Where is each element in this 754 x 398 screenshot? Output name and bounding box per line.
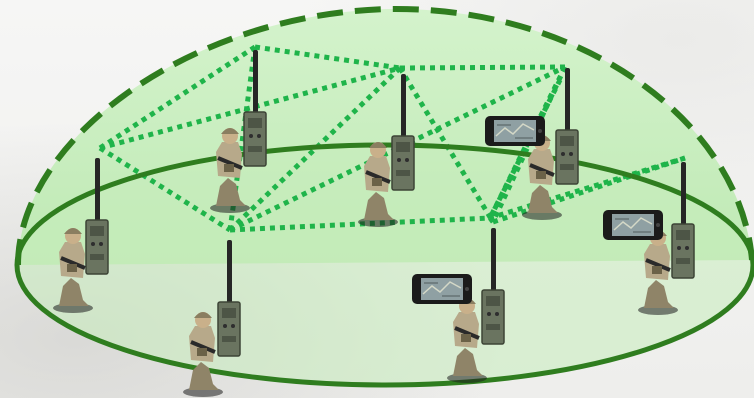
mesh-link-n4-n5 <box>228 64 567 233</box>
smartphone-map-icon <box>484 115 546 147</box>
mesh-link-n3-n5 <box>399 64 566 71</box>
coverage-base-ellipse <box>14 142 754 388</box>
mesh-link-n7-n8 <box>489 155 686 221</box>
mesh-link-n1-n2 <box>98 44 257 151</box>
smartphone-map-icon <box>602 209 664 241</box>
mesh-link-n1-n3 <box>99 65 401 151</box>
mesh-link-n5-n6 <box>490 65 568 224</box>
mesh-link-n2-n3 <box>254 44 401 71</box>
smartphone-map-icon <box>411 273 473 305</box>
coverage-dome-outline <box>15 5 754 266</box>
